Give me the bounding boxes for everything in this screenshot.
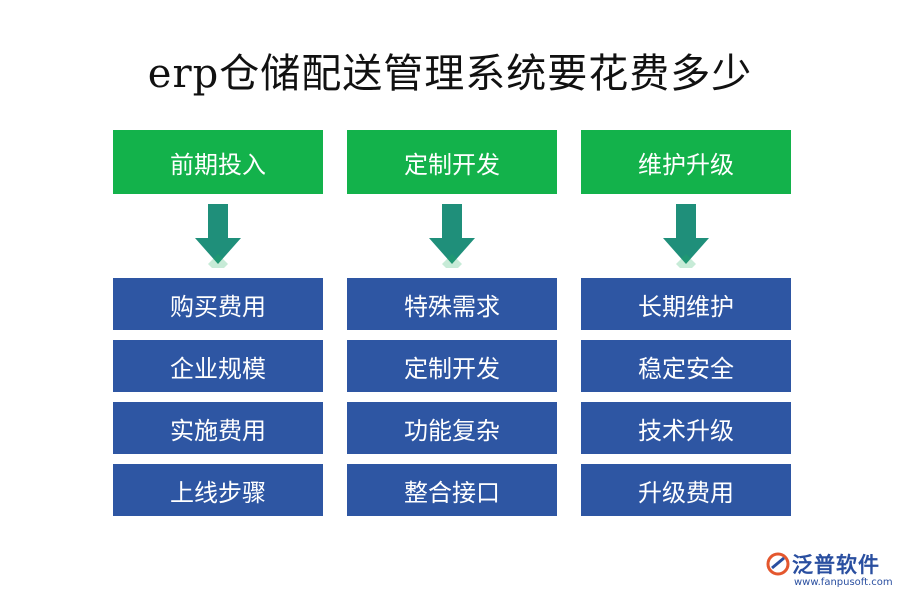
list-item: 特殊需求 — [347, 278, 557, 330]
fanpu-logo-icon — [766, 552, 790, 576]
column-custom-development: 定制开发 特殊需求 定制开发 功能复杂 整合接口 — [347, 130, 557, 526]
down-arrow-icon — [113, 194, 323, 278]
column-header: 定制开发 — [347, 130, 557, 194]
logo-name: 泛普软件 — [792, 553, 880, 577]
list-item: 整合接口 — [347, 464, 557, 516]
list-item: 购买费用 — [113, 278, 323, 330]
list-item: 长期维护 — [581, 278, 791, 330]
column-initial-investment: 前期投入 购买费用 企业规模 实施费用 上线步骤 — [113, 130, 323, 526]
list-item: 上线步骤 — [113, 464, 323, 516]
column-header: 前期投入 — [113, 130, 323, 194]
column-header: 维护升级 — [581, 130, 791, 194]
list-item: 技术升级 — [581, 402, 791, 454]
column-maintenance-upgrade: 维护升级 长期维护 稳定安全 技术升级 升级费用 — [581, 130, 791, 526]
down-arrow-icon — [581, 194, 791, 278]
list-item: 企业规模 — [113, 340, 323, 392]
list-item: 实施费用 — [113, 402, 323, 454]
brand-logo: 泛普软件 www.fanpusoft.com — [766, 549, 893, 588]
list-item: 定制开发 — [347, 340, 557, 392]
list-item: 功能复杂 — [347, 402, 557, 454]
down-arrow-icon — [347, 194, 557, 278]
page-title: erp仓储配送管理系统要花费多少 — [147, 51, 753, 97]
list-item: 升级费用 — [581, 464, 791, 516]
list-item: 稳定安全 — [581, 340, 791, 392]
logo-url: www.fanpusoft.com — [794, 577, 893, 588]
